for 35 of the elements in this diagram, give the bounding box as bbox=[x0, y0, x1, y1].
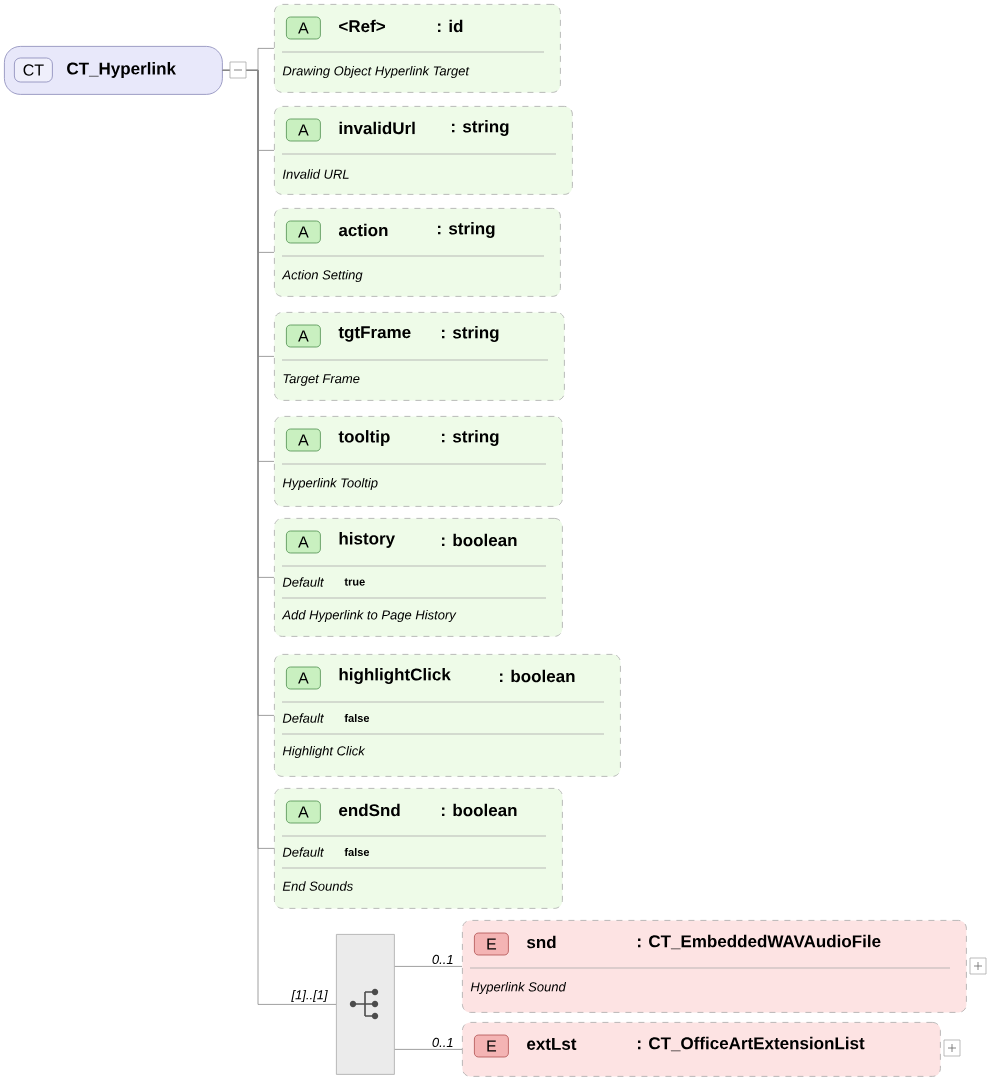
connector-line bbox=[394, 1049, 463, 1050]
element-badge: E bbox=[474, 932, 509, 956]
connector-line bbox=[222, 70, 337, 1005]
field-name: <Ref> bbox=[339, 19, 385, 33]
field-name: tgtFrame bbox=[338, 326, 411, 342]
type-name: : string bbox=[442, 326, 499, 342]
attribute-badge: A bbox=[286, 428, 321, 452]
type-name: : boolean bbox=[442, 533, 517, 547]
type-name: CT_Hyperlink bbox=[67, 62, 176, 78]
field-name: highlightClick bbox=[339, 668, 451, 684]
type-name: : boolean bbox=[442, 803, 517, 817]
field-name: invalidUrl bbox=[339, 121, 415, 135]
type-badge: CT bbox=[14, 57, 53, 83]
field-name: extLst bbox=[527, 1038, 577, 1050]
type-name: : id bbox=[438, 19, 463, 33]
attribute-badge: A bbox=[286, 530, 321, 554]
type-name: : string bbox=[452, 120, 509, 136]
attribute-badge: A bbox=[286, 666, 321, 690]
field-name: history bbox=[339, 532, 395, 548]
attribute-badge: A bbox=[286, 220, 321, 244]
field-name: endSnd bbox=[339, 803, 400, 817]
attribute-badge: A bbox=[286, 16, 321, 40]
field-name: action bbox=[338, 223, 388, 237]
type-name: : string bbox=[442, 430, 499, 446]
type-name: : string bbox=[438, 222, 495, 238]
type-name: : CT_OfficeArtExtensionList bbox=[638, 1036, 865, 1052]
field-name: snd bbox=[527, 935, 556, 949]
field-name: tooltip bbox=[338, 430, 390, 446]
connector-line bbox=[394, 966, 463, 967]
type-name: : boolean bbox=[500, 669, 575, 683]
type-name: : CT_EmbeddedWAVAudioFile bbox=[638, 934, 881, 950]
attribute-badge: A bbox=[286, 118, 321, 142]
element-badge: E bbox=[474, 1034, 509, 1058]
attribute-badge: A bbox=[286, 800, 321, 824]
attribute-badge: A bbox=[286, 324, 321, 348]
